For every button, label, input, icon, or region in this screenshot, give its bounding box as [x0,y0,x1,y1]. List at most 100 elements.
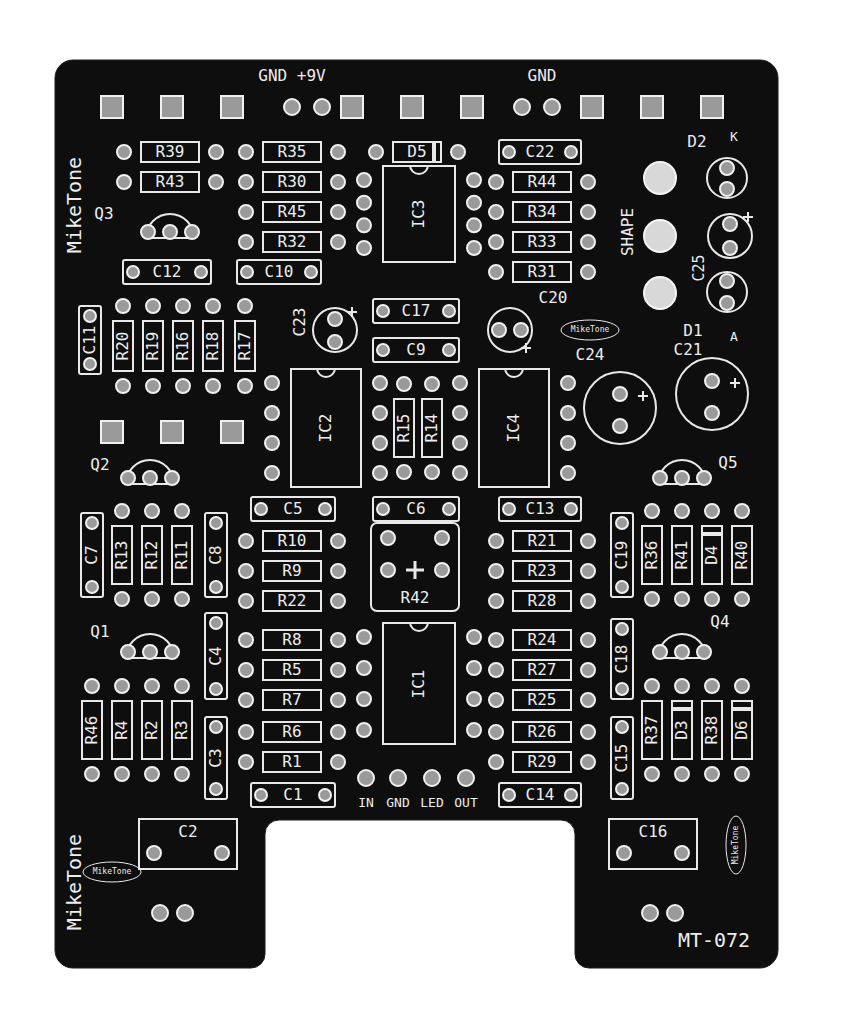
solder-pad [331,175,345,189]
solder-pad [314,99,330,115]
polarity-mark [414,561,417,579]
polarity-mark [351,307,353,317]
component-outline: D3 [671,700,693,760]
silkscreen-label: MikeTone [93,868,132,876]
solder-pad [581,663,595,677]
part-label: R8 [282,632,301,648]
solder-pad [358,770,374,786]
part-label: C17 [402,303,431,319]
solder-pad [675,504,689,518]
solder-pad [675,471,689,485]
component-outline: R29 [512,751,572,773]
solder-pad [489,534,503,548]
solder-pad [117,175,131,189]
square-pad [101,96,123,118]
electrolytic-outline [313,308,357,352]
component-outline: R14 [421,398,443,458]
square-pad [221,421,243,443]
solder-pad [357,173,371,187]
solder-pad [239,755,253,769]
solder-pad [239,205,253,219]
solder-pad [210,721,222,733]
solder-pad [239,633,253,647]
solder-pad [145,592,159,606]
solder-pad [581,594,595,608]
silkscreen-label: LED [420,796,443,809]
solder-pad [86,581,98,593]
component-outline: R6 [262,721,322,743]
solder-pad [85,767,99,781]
solder-pad [209,145,223,159]
solder-pad [143,645,157,659]
component-outline: R33 [512,231,572,253]
part-label: R24 [528,632,557,648]
solder-pad [561,376,575,390]
solder-pad [503,789,515,801]
solder-pad [720,182,734,196]
silkscreen-label: C20 [539,290,568,306]
solder-pad [581,265,595,279]
component-outline: C5 [250,496,336,522]
component-outline: R39 [140,141,200,163]
part-label: D3 [674,720,690,739]
solder-pad [206,299,220,313]
part-label: R6 [282,724,301,740]
part-label: R39 [156,144,185,160]
component-outline: R23 [512,560,572,582]
part-label: C7 [84,545,100,564]
part-label: R42 [401,590,430,606]
component-outline: R12 [141,525,163,585]
solder-pad [581,205,595,219]
solder-pad [735,679,749,693]
silkscreen-label: IN [358,796,374,809]
part-label: R14 [424,414,440,443]
solder-pad [121,471,135,485]
component-outline: C10 [236,259,322,285]
component-outline: R1 [262,751,322,773]
square-pad [101,421,123,443]
solder-pad [453,466,467,480]
component-outline: C16 [608,818,698,870]
part-label: R2 [144,720,160,739]
part-label: IC2 [318,414,334,443]
part-label: D6 [734,720,750,739]
solder-pad [175,504,189,518]
solder-pad [735,504,749,518]
polarity-mark [734,378,736,388]
solder-pad [397,465,411,479]
component-outline: R3 [171,700,193,760]
solder-pad [165,645,179,659]
square-pad [401,96,423,118]
solder-pad [331,693,345,707]
silkscreen-label: MikeTone [571,326,610,334]
component-outline: R2 [141,700,163,760]
polarity-mark [747,212,749,222]
solder-pad [331,205,345,219]
solder-pad [425,377,439,391]
component-outline: R34 [512,201,572,223]
component-outline: C1 [250,782,336,808]
part-label: R28 [528,593,557,609]
part-label: IC1 [411,669,427,698]
silkscreen-label: K [730,130,738,143]
solder-pad [265,436,279,450]
solder-pad [451,145,465,159]
part-label: R10 [278,533,307,549]
component-outline: C15 [610,716,634,800]
solder-pad [489,205,503,219]
solder-pad [146,299,160,313]
solder-pad [467,218,481,232]
solder-pad [435,563,449,577]
part-label: R31 [528,264,557,280]
component-outline: R26 [512,721,572,743]
component-outline: R4 [111,700,133,760]
solder-pad [489,693,503,707]
part-label: R18 [205,332,221,361]
solder-pad [210,517,222,529]
component-outline: C17 [372,298,460,324]
square-pad [221,96,243,118]
solder-pad [645,592,659,606]
solder-pad [239,663,253,677]
part-label: R41 [674,541,690,570]
part-label: C10 [265,264,294,280]
